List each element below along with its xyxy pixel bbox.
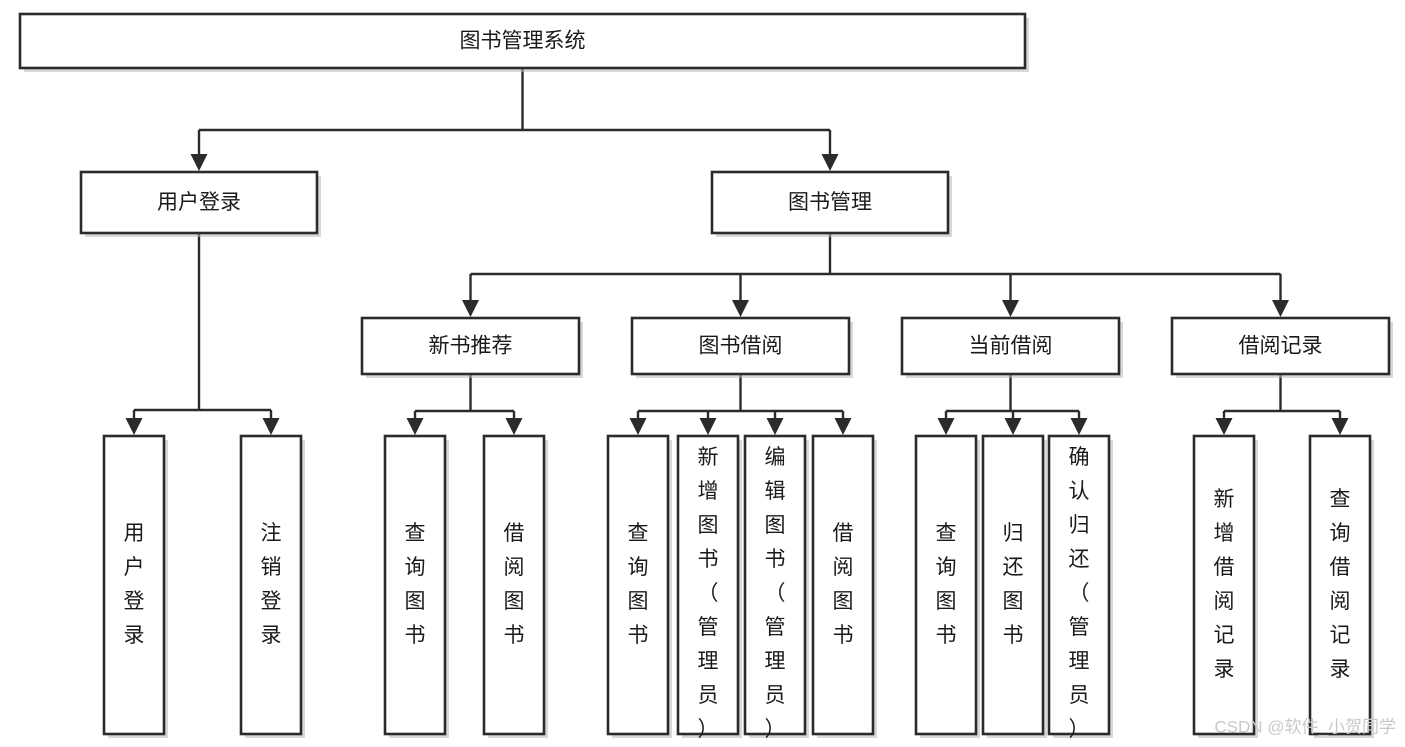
arrow-head-icon (1002, 300, 1019, 317)
arrow-head-icon (766, 418, 784, 435)
node-label: 借阅记录 (1239, 335, 1323, 358)
node-root[interactable]: 图书管理系统 (18, 12, 1029, 72)
node-label: 查询图书 (405, 522, 426, 647)
edge-group-book_manage (462, 233, 1289, 317)
node-label: 图书管理 (788, 191, 872, 214)
node-label: 确认归还（管理员） (1069, 446, 1090, 741)
node-label: 归还图书 (1003, 522, 1024, 647)
node-leaf-user-login[interactable]: 用户登录 (102, 434, 168, 738)
node-box[interactable] (18, 12, 1027, 70)
arrow-head-icon (937, 418, 955, 435)
node-label: 新增借阅记录 (1214, 488, 1235, 681)
node-box[interactable] (811, 434, 875, 736)
node-box[interactable] (360, 316, 581, 376)
node-label: 编辑图书（管理员） (765, 446, 786, 741)
arrow-head-icon (462, 300, 479, 317)
node-current-borrow[interactable]: 当前借阅 (900, 316, 1123, 378)
node-label: 图书管理系统 (460, 30, 586, 53)
node-leaf-borrow-book-2[interactable]: 借阅图书 (811, 434, 877, 738)
node-leaf-return-book[interactable]: 归还图书 (981, 434, 1047, 738)
node-leaf-confirm-return[interactable]: 确认归还（管理员） (1047, 434, 1113, 741)
node-box[interactable] (710, 170, 950, 235)
node-layer: 图书管理系统用户登录图书管理新书推荐图书借阅当前借阅借阅记录用户登录注销登录查询… (18, 12, 1393, 741)
node-label: 查询图书 (628, 522, 649, 647)
node-box[interactable] (482, 434, 546, 736)
node-label: 借阅图书 (504, 522, 525, 647)
node-label: 新书推荐 (429, 335, 513, 358)
arrow-head-icon (1215, 418, 1233, 435)
edge-group-root (190, 68, 839, 171)
node-box[interactable] (1192, 434, 1256, 736)
node-leaf-query-book-3[interactable]: 查询图书 (914, 434, 980, 738)
node-leaf-borrow-book-1[interactable]: 借阅图书 (482, 434, 548, 738)
csdn-watermark: CSDN @软件_小贺同学 (1214, 717, 1396, 736)
node-leaf-query-record[interactable]: 查询借阅记录 (1308, 434, 1374, 738)
node-user-login[interactable]: 用户登录 (79, 170, 321, 237)
arrow-head-icon (505, 418, 523, 435)
node-leaf-query-book-2[interactable]: 查询图书 (606, 434, 672, 738)
arrow-head-icon (1004, 418, 1022, 435)
edge-layer (125, 68, 1349, 435)
node-leaf-logout[interactable]: 注销登录 (239, 434, 305, 738)
node-box[interactable] (981, 434, 1045, 736)
node-book-borrow[interactable]: 图书借阅 (630, 316, 853, 378)
node-box[interactable] (383, 434, 447, 736)
node-leaf-add-book[interactable]: 新增图书（管理员） (676, 434, 742, 741)
edge-group-book_borrow (629, 374, 852, 435)
arrow-head-icon (262, 418, 280, 435)
node-box[interactable] (900, 316, 1121, 376)
node-label: 图书借阅 (699, 335, 783, 358)
arrow-head-icon (1272, 300, 1289, 317)
node-new-book-rec[interactable]: 新书推荐 (360, 316, 583, 378)
arrow-head-icon (629, 418, 647, 435)
node-box[interactable] (239, 434, 303, 736)
arrow-head-icon (834, 418, 852, 435)
node-leaf-add-record[interactable]: 新增借阅记录 (1192, 434, 1258, 738)
edge-group-borrow_record (1215, 374, 1349, 435)
node-label: 查询借阅记录 (1330, 488, 1351, 681)
edge-group-current_borrow (937, 374, 1088, 435)
arrow-head-icon (821, 154, 839, 171)
node-label: 当前借阅 (969, 335, 1053, 358)
arrow-head-icon (125, 418, 143, 435)
node-box[interactable] (676, 434, 740, 736)
node-label: 注销登录 (261, 522, 282, 647)
node-box[interactable] (630, 316, 851, 376)
node-label: 查询图书 (936, 522, 957, 647)
node-book-manage[interactable]: 图书管理 (710, 170, 952, 237)
arrow-head-icon (732, 300, 749, 317)
node-label: 用户登录 (124, 522, 145, 647)
node-label: 用户登录 (157, 191, 241, 214)
node-box[interactable] (743, 434, 807, 736)
node-box[interactable] (79, 170, 319, 235)
node-box[interactable] (1308, 434, 1372, 736)
arrow-head-icon (699, 418, 717, 435)
node-box[interactable] (102, 434, 166, 736)
node-box[interactable] (1170, 316, 1391, 376)
arrow-head-icon (406, 418, 424, 435)
node-leaf-query-book-1[interactable]: 查询图书 (383, 434, 449, 738)
arrow-head-icon (1070, 418, 1088, 435)
node-leaf-edit-book[interactable]: 编辑图书（管理员） (743, 434, 809, 741)
edge-group-new_book_rec (406, 374, 523, 435)
node-label: 新增图书（管理员） (698, 446, 719, 741)
arrow-head-icon (1331, 418, 1349, 435)
node-label: 借阅图书 (833, 522, 854, 647)
arrow-head-icon (190, 154, 208, 171)
node-box[interactable] (606, 434, 670, 736)
node-box[interactable] (914, 434, 978, 736)
node-borrow-record[interactable]: 借阅记录 (1170, 316, 1393, 378)
node-box[interactable] (1047, 434, 1111, 736)
edge-group-user_login (125, 233, 280, 435)
